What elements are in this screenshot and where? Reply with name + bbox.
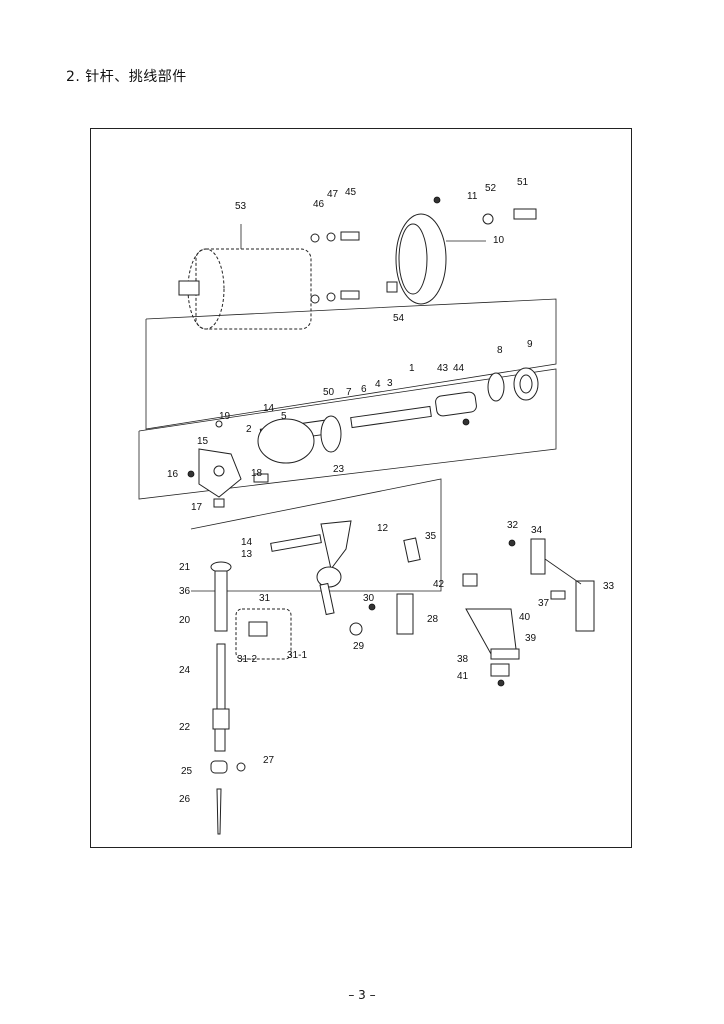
page-number: – 3 – (348, 988, 376, 1002)
callout-label: 27 (263, 755, 275, 766)
callout-label: 20 (179, 615, 191, 626)
callout-label: 38 (457, 654, 469, 665)
motor-part (178, 224, 312, 330)
callout-label: 5 (281, 411, 287, 422)
callout-label: 30 (363, 593, 375, 604)
callout-label: 54 (393, 313, 405, 324)
callout-label: 32 (507, 520, 519, 531)
callout-label: 40 (519, 612, 531, 623)
callout-label: 29 (353, 641, 365, 652)
callout-label: 28 (427, 614, 439, 625)
callout-label: 41 (457, 671, 469, 682)
callout-label: 18 (251, 468, 263, 479)
callout-label: 26 (179, 794, 191, 805)
callout-label: 16 (167, 469, 179, 480)
callout-label: 44 (453, 363, 465, 374)
callout-label: 15 (197, 436, 209, 447)
callout-label: 31-2 (237, 654, 257, 665)
callout-label: 35 (425, 531, 437, 542)
callout-label: 1 (409, 363, 415, 374)
callout-label: 42 (433, 579, 445, 590)
callout-label: 11 (467, 191, 478, 202)
callout-label: 6 (361, 384, 367, 395)
callout-label: 4 (375, 379, 381, 390)
callout-label: 50 (323, 387, 335, 398)
group-frame-lower (190, 478, 442, 592)
callout-label: 12 (377, 523, 389, 534)
shaft-assembly (257, 367, 539, 464)
screws-top (310, 196, 537, 304)
callout-label: 7 (346, 387, 352, 398)
crank-part (187, 420, 269, 508)
callout-label: 45 (345, 187, 357, 198)
callout-label: 34 (531, 525, 543, 536)
callout-label: 13 (241, 549, 253, 560)
callout-label: 52 (485, 183, 497, 194)
callout-label: 24 (179, 665, 191, 676)
callout-label: 47 (327, 189, 339, 200)
callout-label: 31 (259, 593, 271, 604)
callout-label: 37 (538, 598, 550, 609)
callout-label: 33 (603, 581, 615, 592)
callout-label: 8 (497, 345, 503, 356)
callout-label: 22 (179, 722, 191, 733)
callout-label: 36 (179, 586, 191, 597)
take-up-lever-part (235, 520, 421, 660)
callout-label: 23 (333, 464, 345, 475)
group-frame-middle (138, 368, 557, 500)
callout-label: 21 (179, 562, 191, 573)
callout-label: 51 (517, 177, 529, 188)
callout-label: 3 (387, 378, 393, 389)
callout-label: 53 (235, 201, 247, 212)
needle-bar-part (210, 561, 246, 835)
group-frame-top (145, 298, 557, 430)
callout-label: 19 (219, 411, 231, 422)
callout-label: 9 (527, 339, 533, 350)
callout-label: 46 (313, 199, 325, 210)
callout-label: 14 (241, 537, 253, 548)
callout-label: 14 (263, 403, 275, 414)
handwheel-part (395, 213, 486, 305)
callout-label: 43 (437, 363, 449, 374)
callout-label: 39 (525, 633, 537, 644)
callout-label: 17 (191, 502, 203, 513)
section-title: 2. 针杆、挑线部件 (66, 69, 187, 85)
callout-label: 10 (493, 235, 505, 246)
callout-label: 2 (246, 424, 252, 435)
callout-label: 25 (181, 766, 193, 777)
callout-label: 31-1 (287, 650, 307, 661)
parts-drawing: 5346474511525110541434489507643191452151… (138, 177, 615, 835)
bracket-part (462, 538, 595, 687)
